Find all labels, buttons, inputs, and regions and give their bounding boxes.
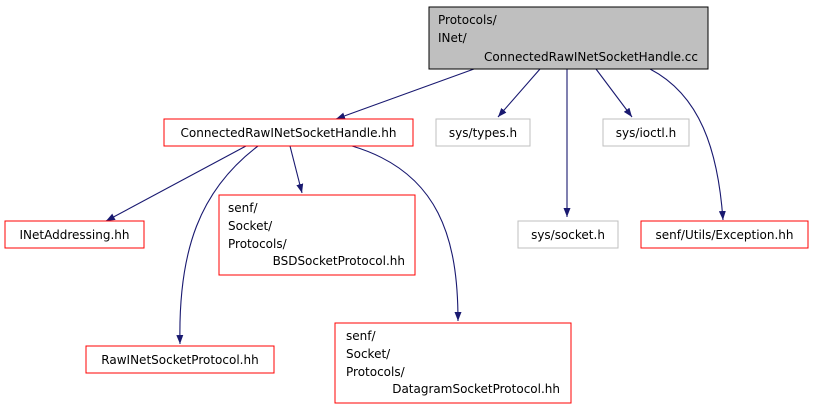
- node-bsd-line-4: BSDSocketProtocol.hh: [273, 254, 405, 268]
- node-datagram-line-1: senf/: [346, 329, 376, 343]
- node-inet-addressing-label: INetAddressing.hh: [20, 228, 130, 242]
- edge-root-to-connected-hh: [335, 68, 475, 120]
- node-raw-inet-socket-protocol-hh[interactable]: RawINetSocketProtocol.hh: [85, 345, 275, 374]
- node-exception-label: senf/Utils/Exception.hh: [655, 228, 793, 242]
- node-sys-ioctl-label: sys/ioctl.h: [616, 126, 676, 140]
- edge-root-to-sys-ioctl: [595, 68, 633, 118]
- node-datagram-line-4: DatagramSocketProtocol.hh: [392, 382, 560, 396]
- node-inet-addressing-hh[interactable]: INetAddressing.hh: [4, 220, 145, 249]
- node-sys-types-h[interactable]: sys/types.h: [435, 118, 531, 147]
- edge-root-to-exception: [649, 68, 726, 221]
- edge-root-to-sys-types: [497, 68, 541, 118]
- node-datagram-socket-protocol-hh[interactable]: senf/ Socket/ Protocols/ DatagramSocketP…: [334, 322, 572, 404]
- node-connected-hh-label: ConnectedRawINetSocketHandle.hh: [181, 126, 397, 140]
- edge-connected-to-raw-inet: [176, 145, 259, 345]
- edge-connected-to-datagram: [351, 145, 462, 322]
- node-root-file[interactable]: Protocols/ INet/ ConnectedRawINetSocketH…: [428, 6, 709, 70]
- node-sys-socket-label: sys/socket.h: [531, 228, 605, 242]
- graph-edges: [105, 68, 726, 345]
- edge-connected-to-inet-addressing: [105, 145, 247, 222]
- node-bsd-line-1: senf/: [228, 201, 258, 215]
- node-datagram-line-3: Protocols/: [346, 365, 406, 379]
- node-raw-inet-label: RawINetSocketProtocol.hh: [101, 353, 258, 367]
- node-senf-utils-exception-hh[interactable]: senf/Utils/Exception.hh: [640, 220, 809, 249]
- node-bsd-socket-protocol-hh[interactable]: senf/ Socket/ Protocols/ BSDSocketProtoc…: [218, 194, 416, 276]
- node-sys-ioctl-h[interactable]: sys/ioctl.h: [602, 118, 690, 147]
- node-root-line-3: ConnectedRawINetSocketHandle.cc: [484, 50, 698, 64]
- node-root-line-2: INet/: [438, 31, 468, 45]
- node-sys-types-label: sys/types.h: [449, 126, 517, 140]
- node-root-line-1: Protocols/: [438, 13, 498, 27]
- node-bsd-line-3: Protocols/: [228, 237, 288, 251]
- node-datagram-line-2: Socket/: [346, 347, 391, 361]
- node-bsd-line-2: Socket/: [228, 219, 273, 233]
- edge-connected-to-bsd-socket: [289, 145, 304, 194]
- node-connected-raw-inet-socket-handle-hh[interactable]: ConnectedRawINetSocketHandle.hh: [163, 118, 414, 147]
- node-sys-socket-h[interactable]: sys/socket.h: [517, 220, 619, 249]
